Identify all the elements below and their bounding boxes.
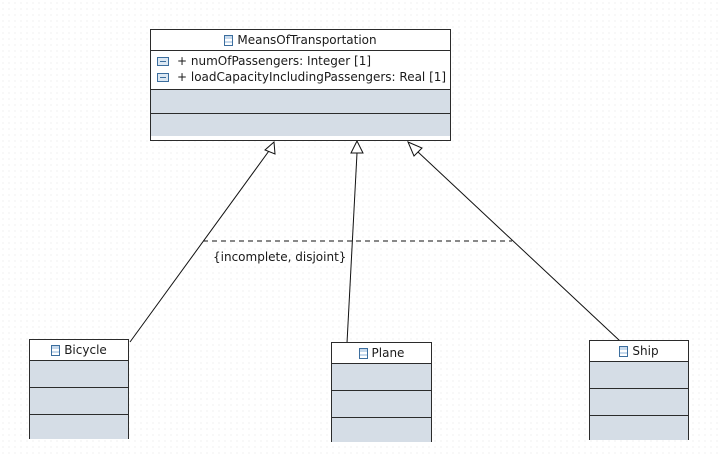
class-means-of-transportation[interactable]: MeansOfTransportation + numOfPassengers:… <box>150 29 451 141</box>
attribute-compartment[interactable] <box>590 362 688 388</box>
class-header: Ship <box>590 341 688 362</box>
operation-compartment[interactable] <box>332 390 431 417</box>
generalization-arrowhead-ship <box>407 141 423 157</box>
class-name: MeansOfTransportation <box>237 33 377 47</box>
attribute-compartment[interactable] <box>30 361 128 387</box>
class-header: Bicycle <box>30 340 128 361</box>
generalization-arrowhead-bicycle <box>264 140 276 155</box>
class-plane[interactable]: Plane <box>331 342 432 442</box>
class-name: Bicycle <box>64 343 107 357</box>
class-header: MeansOfTransportation <box>151 30 450 51</box>
attribute-label: + numOfPassengers: Integer [1] <box>177 54 372 68</box>
generalization-edge-bicycle[interactable] <box>129 143 275 343</box>
nested-compartment[interactable] <box>30 414 128 439</box>
attribute-compartment[interactable] <box>332 364 431 390</box>
generalization-set-constraint-label[interactable]: {incomplete, disjoint} <box>213 250 347 264</box>
nested-compartment[interactable] <box>332 417 431 442</box>
generalization-arrowhead-plane <box>350 139 364 154</box>
generalization-edge-ship[interactable] <box>417 151 621 342</box>
class-icon <box>51 344 61 356</box>
operation-compartment[interactable] <box>30 387 128 414</box>
class-header: Plane <box>332 343 431 364</box>
operation-compartment[interactable] <box>590 388 688 415</box>
class-icon <box>619 345 629 357</box>
class-ship[interactable]: Ship <box>589 340 689 440</box>
class-bicycle[interactable]: Bicycle <box>29 339 129 439</box>
class-name: Ship <box>632 344 659 358</box>
nested-compartment[interactable] <box>590 415 688 440</box>
attribute-compartment: + numOfPassengers: Integer [1] + loadCap… <box>151 51 450 90</box>
class-name: Plane <box>371 346 405 360</box>
attribute-row[interactable]: + loadCapacityIncludingPassengers: Real … <box>157 69 450 85</box>
operation-compartment[interactable] <box>151 90 450 113</box>
nested-compartment[interactable] <box>151 113 450 136</box>
attribute-icon <box>157 72 169 82</box>
attribute-icon <box>157 56 169 66</box>
class-icon <box>224 34 234 46</box>
generalization-edge-plane[interactable] <box>346 152 358 344</box>
attribute-row[interactable]: + numOfPassengers: Integer [1] <box>157 53 450 69</box>
class-icon <box>358 347 368 359</box>
attribute-label: + loadCapacityIncludingPassengers: Real … <box>177 70 447 84</box>
